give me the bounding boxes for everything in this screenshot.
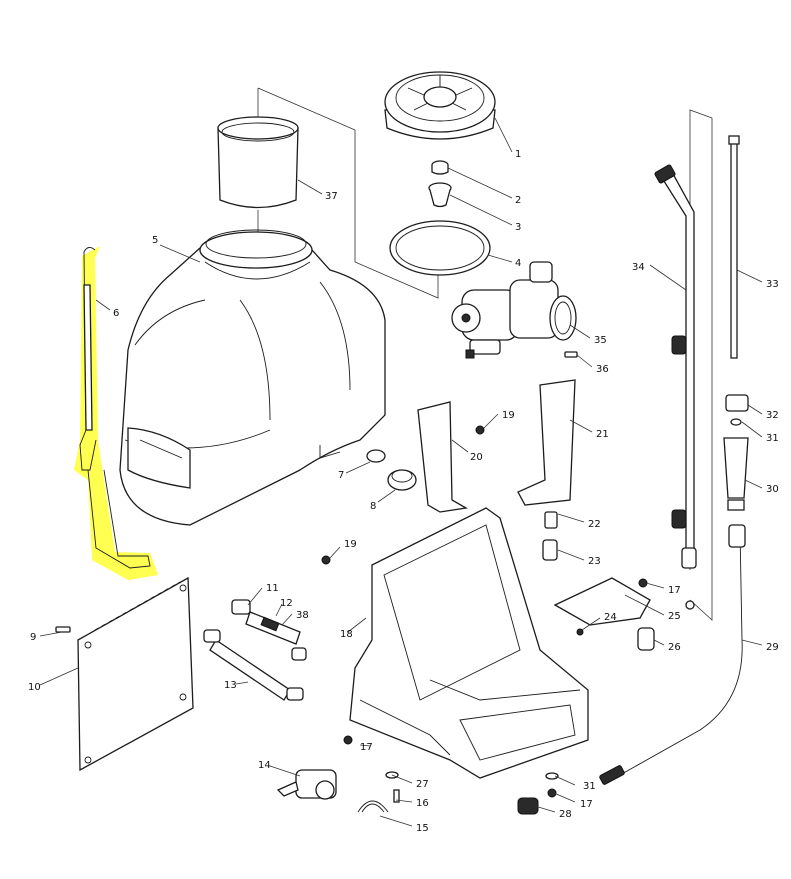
label-34: 34: [632, 262, 645, 273]
label-18: 18: [340, 629, 353, 640]
label-19: 19: [502, 410, 515, 421]
part-37-strainer: [217, 116, 299, 209]
part-20-bracket: [417, 401, 468, 513]
part-33-rod: [728, 135, 740, 359]
part-21-bracket: [517, 379, 576, 506]
part-1-lid: [384, 71, 496, 140]
label-21: 21: [596, 429, 609, 440]
label-11: 11: [266, 583, 279, 594]
label-17c: 17: [580, 799, 593, 810]
part-17b-nut: [343, 735, 353, 745]
label-29: 29: [766, 642, 779, 653]
label-3: 3: [515, 222, 521, 233]
label-5: 5: [152, 235, 158, 246]
part-24-screw: [576, 628, 584, 636]
part-14-valve: [276, 769, 337, 800]
part-8-nut: [387, 469, 417, 491]
label-19b: 19: [344, 539, 357, 550]
label-26: 26: [668, 642, 681, 653]
part-28-cap: [517, 797, 539, 815]
part-10-back-plate: [77, 576, 194, 772]
part-19b-screw: [321, 555, 331, 565]
part-38-label: [260, 616, 280, 632]
label-13: 13: [224, 680, 237, 691]
part-16-bolt: [393, 789, 400, 803]
label-32: 32: [766, 410, 779, 421]
part-5-tank: [119, 229, 386, 526]
label-2: 2: [515, 195, 521, 206]
part-30-handle: [723, 437, 749, 511]
label-23: 23: [588, 556, 601, 567]
part-32-valve: [725, 394, 749, 412]
label-17b: 17: [360, 742, 373, 753]
part-34-lance: [654, 164, 697, 610]
part-number-labels: 1 2 3 4 5 6 7 8 9 10 11 12 13 14 15 16 1…: [28, 149, 779, 834]
label-35: 35: [594, 335, 607, 346]
label-14: 14: [258, 760, 271, 771]
label-38: 38: [296, 610, 309, 621]
part-35-pump: [451, 261, 577, 359]
part-19-screw: [475, 425, 485, 435]
part-31-oring: [730, 418, 742, 426]
label-15: 15: [416, 823, 429, 834]
part-29-hose: [599, 524, 746, 785]
part-27b-washer: [545, 772, 559, 780]
part-9-screw: [55, 626, 71, 633]
part-7-washer: [366, 449, 386, 463]
part-17c-nut: [547, 788, 557, 798]
part-23-bushing: [542, 539, 558, 561]
label-7: 7: [338, 470, 344, 481]
part-3-cap: [428, 182, 452, 208]
leader-lines: [39, 117, 763, 827]
label-17: 17: [668, 585, 681, 596]
label-12: 12: [280, 598, 293, 609]
label-27b: 31: [583, 781, 596, 792]
label-30: 30: [766, 484, 779, 495]
part-6-hook-rod: [74, 246, 158, 580]
label-37: 37: [325, 191, 338, 202]
part-2-disc: [431, 160, 449, 175]
part-15-clip: [357, 800, 389, 813]
part-36-screw: [564, 351, 578, 358]
part-25-plate: [553, 577, 651, 626]
label-24: 24: [604, 612, 617, 623]
label-16: 16: [416, 798, 429, 809]
label-27: 27: [416, 779, 429, 790]
label-33: 33: [766, 279, 779, 290]
label-4: 4: [515, 258, 521, 269]
part-22-spacer: [544, 511, 558, 529]
label-31: 31: [766, 433, 779, 444]
label-36: 36: [596, 364, 609, 375]
label-9: 9: [30, 632, 36, 643]
part-26-damper: [637, 627, 655, 651]
label-25: 25: [668, 611, 681, 622]
part-4-gasket: [389, 220, 491, 276]
part-17-nut: [638, 578, 648, 588]
part-18-frame: [349, 507, 589, 779]
label-10: 10: [28, 682, 41, 693]
part-11-clamp: [231, 599, 251, 615]
label-22: 22: [588, 519, 601, 530]
label-6: 6: [113, 308, 119, 319]
label-20: 20: [470, 452, 483, 463]
label-1: 1: [515, 149, 521, 160]
label-28: 28: [559, 809, 572, 820]
label-8: 8: [370, 501, 376, 512]
part-13-tube: [203, 629, 307, 701]
